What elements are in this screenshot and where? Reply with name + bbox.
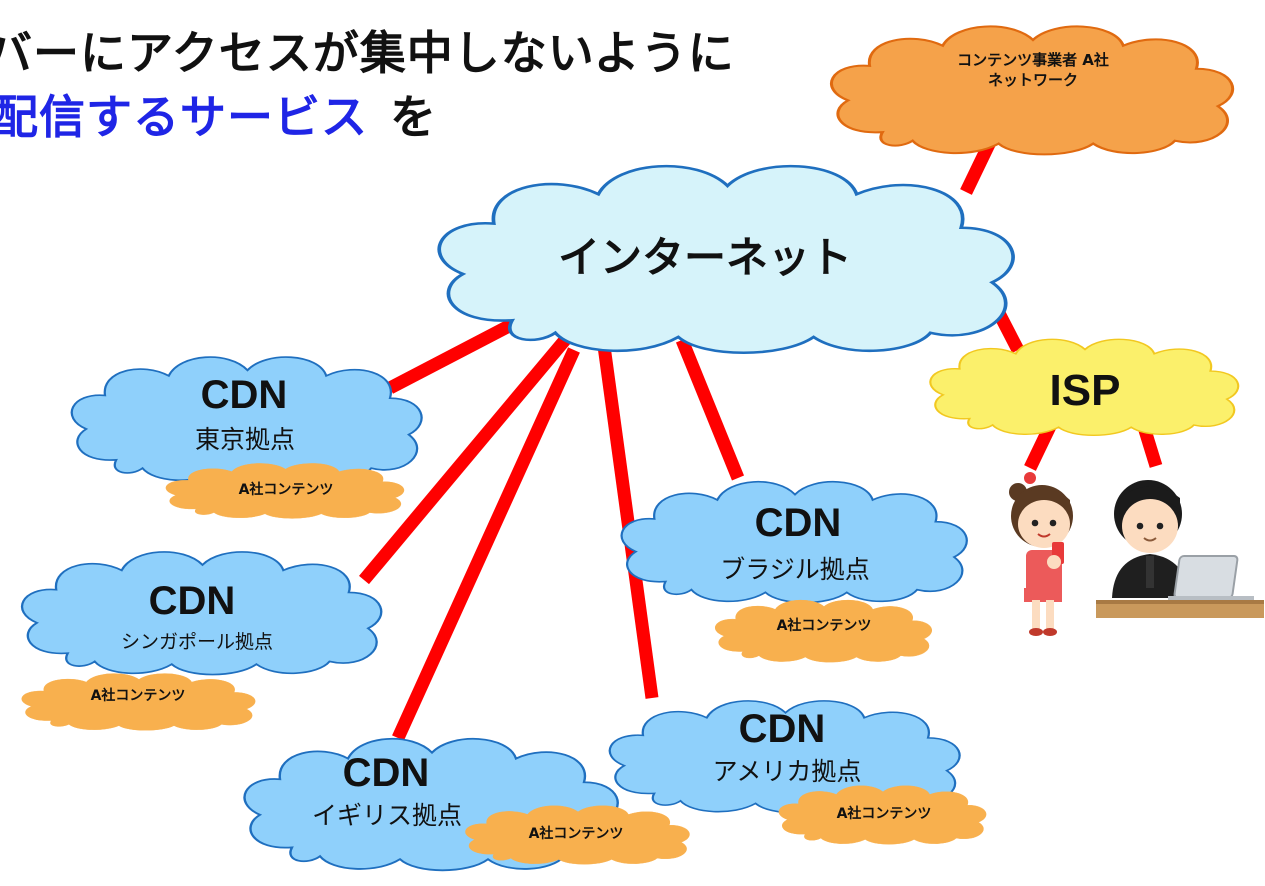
cdn-usa-title: CDN: [738, 707, 826, 751]
provider-network-label: コンテンツ事業者 A社 ネットワーク: [868, 50, 1198, 91]
link-internet-brazil: [675, 337, 745, 481]
headline-line-1: バーにアクセスが集中しないように: [0, 26, 735, 80]
cdn-usa-content: A社コンテンツ: [836, 806, 932, 822]
cdn-singapore-content: A社コンテンツ: [90, 688, 186, 704]
cdn-uk-content: A社コンテンツ: [528, 826, 624, 842]
cdn-uk-title: CDN: [342, 751, 430, 795]
cdn-tokyo-content: A社コンテンツ: [238, 482, 334, 498]
headline-line-2: 配信するサービスを: [0, 94, 437, 140]
headline-suffix: を: [390, 90, 437, 144]
internet-label: インターネット: [557, 233, 852, 282]
cdn-uk-site: イギリス拠点: [311, 801, 462, 830]
link-internet-usa: [597, 345, 659, 699]
girl-with-smartphone-icon: [1009, 472, 1073, 636]
cdn-tokyo-title: CDN: [200, 373, 288, 417]
cdn-brazil-title: CDN: [754, 501, 842, 545]
cdn-tokyo-site: 東京拠点: [194, 425, 295, 454]
cdn-singapore-title: CDN: [148, 579, 236, 623]
headline-highlight: 配信するサービス: [0, 90, 368, 144]
cdn-brazil-content: A社コンテンツ: [776, 618, 872, 634]
link-internet-uk: [392, 347, 580, 741]
cdn-brazil-site: ブラジル拠点: [720, 555, 870, 584]
provider-network-line-2: ネットワーク: [987, 71, 1078, 90]
link-internet-singapore: [359, 329, 575, 585]
isp-label: ISP: [1049, 366, 1121, 415]
cdn-usa-site: アメリカ拠点: [712, 757, 862, 786]
boy-with-laptop-icon: [1096, 480, 1264, 618]
cdn-singapore-site: シンガポール拠点: [120, 631, 273, 653]
provider-network-line-1: コンテンツ事業者 A社: [957, 51, 1109, 69]
